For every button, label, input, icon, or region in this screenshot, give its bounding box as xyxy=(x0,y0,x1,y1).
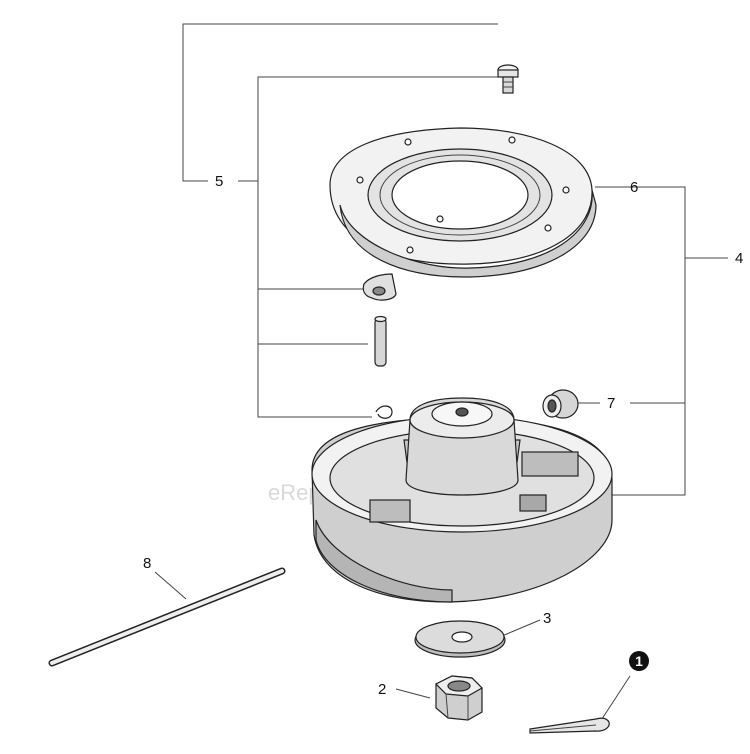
callout-3: 3 xyxy=(543,610,551,627)
leader-8 xyxy=(154,571,187,600)
cotter-pin-part xyxy=(529,717,610,734)
leader-3 xyxy=(501,619,541,637)
trimmer-line-part xyxy=(48,567,286,667)
washer-part xyxy=(414,620,506,658)
nut-part xyxy=(434,675,483,721)
callout-7: 7 xyxy=(607,395,615,412)
callout-6: 6 xyxy=(630,179,638,196)
callout-5: 5 xyxy=(215,173,223,190)
bracket-4 xyxy=(598,186,686,496)
pin-part xyxy=(374,315,387,367)
callout-labels: 5 6 4 7 8 3 2 1 xyxy=(143,173,743,698)
bracket-5-inner xyxy=(257,76,498,418)
screw-part xyxy=(497,64,519,94)
callout-1-badge xyxy=(629,651,649,671)
callout-8: 8 xyxy=(143,555,151,572)
leader-1 xyxy=(599,675,631,723)
spool-housing-part xyxy=(311,397,613,603)
ring-plate-part xyxy=(329,127,597,278)
bracket-5-outer xyxy=(182,23,498,182)
spring-clip-part xyxy=(375,405,393,419)
callout-2: 2 xyxy=(378,681,386,698)
leader-lines xyxy=(154,23,728,723)
leader-2 xyxy=(395,688,431,699)
bushing-part xyxy=(542,389,579,419)
cam-part xyxy=(362,273,397,301)
callout-1: 1 xyxy=(635,653,643,669)
callout-4: 4 xyxy=(735,250,743,267)
